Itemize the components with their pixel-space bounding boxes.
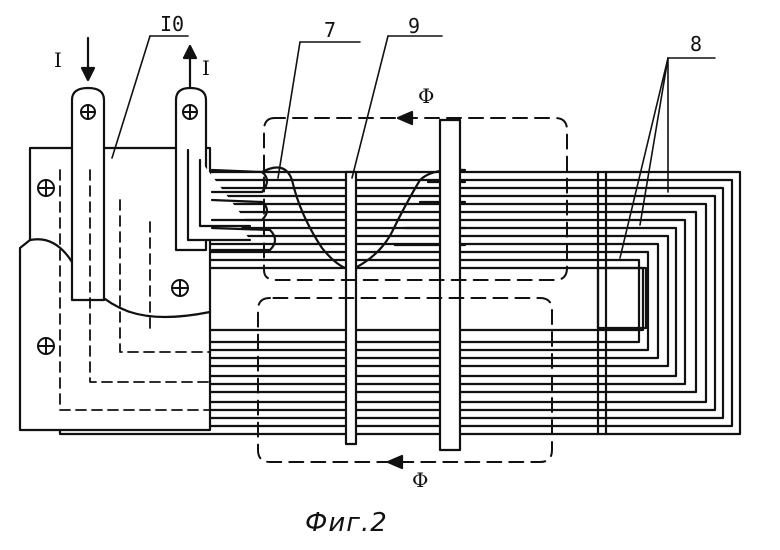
label-current-in: I [54, 50, 62, 70]
label-current-out: I [202, 58, 210, 78]
label-ref-9: 9 [408, 16, 420, 36]
current-out-arrow [184, 46, 196, 88]
flux-arrow-bottom [388, 456, 402, 468]
core-bar-9 [346, 172, 356, 444]
label-ref-7: 7 [324, 20, 336, 40]
label-ref-8: 8 [690, 34, 702, 54]
label-flux-bottom: Φ [412, 470, 428, 490]
label-ref-10: I0 [160, 14, 184, 34]
flux-loop-top [264, 118, 567, 280]
current-in-arrow [82, 38, 94, 80]
figure-caption: Фиг.2 [305, 508, 388, 538]
flux-arrow-top [398, 112, 412, 124]
label-flux-top: Φ [418, 86, 434, 106]
central-shaft [440, 120, 460, 450]
flux-loop-bottom [258, 298, 552, 462]
